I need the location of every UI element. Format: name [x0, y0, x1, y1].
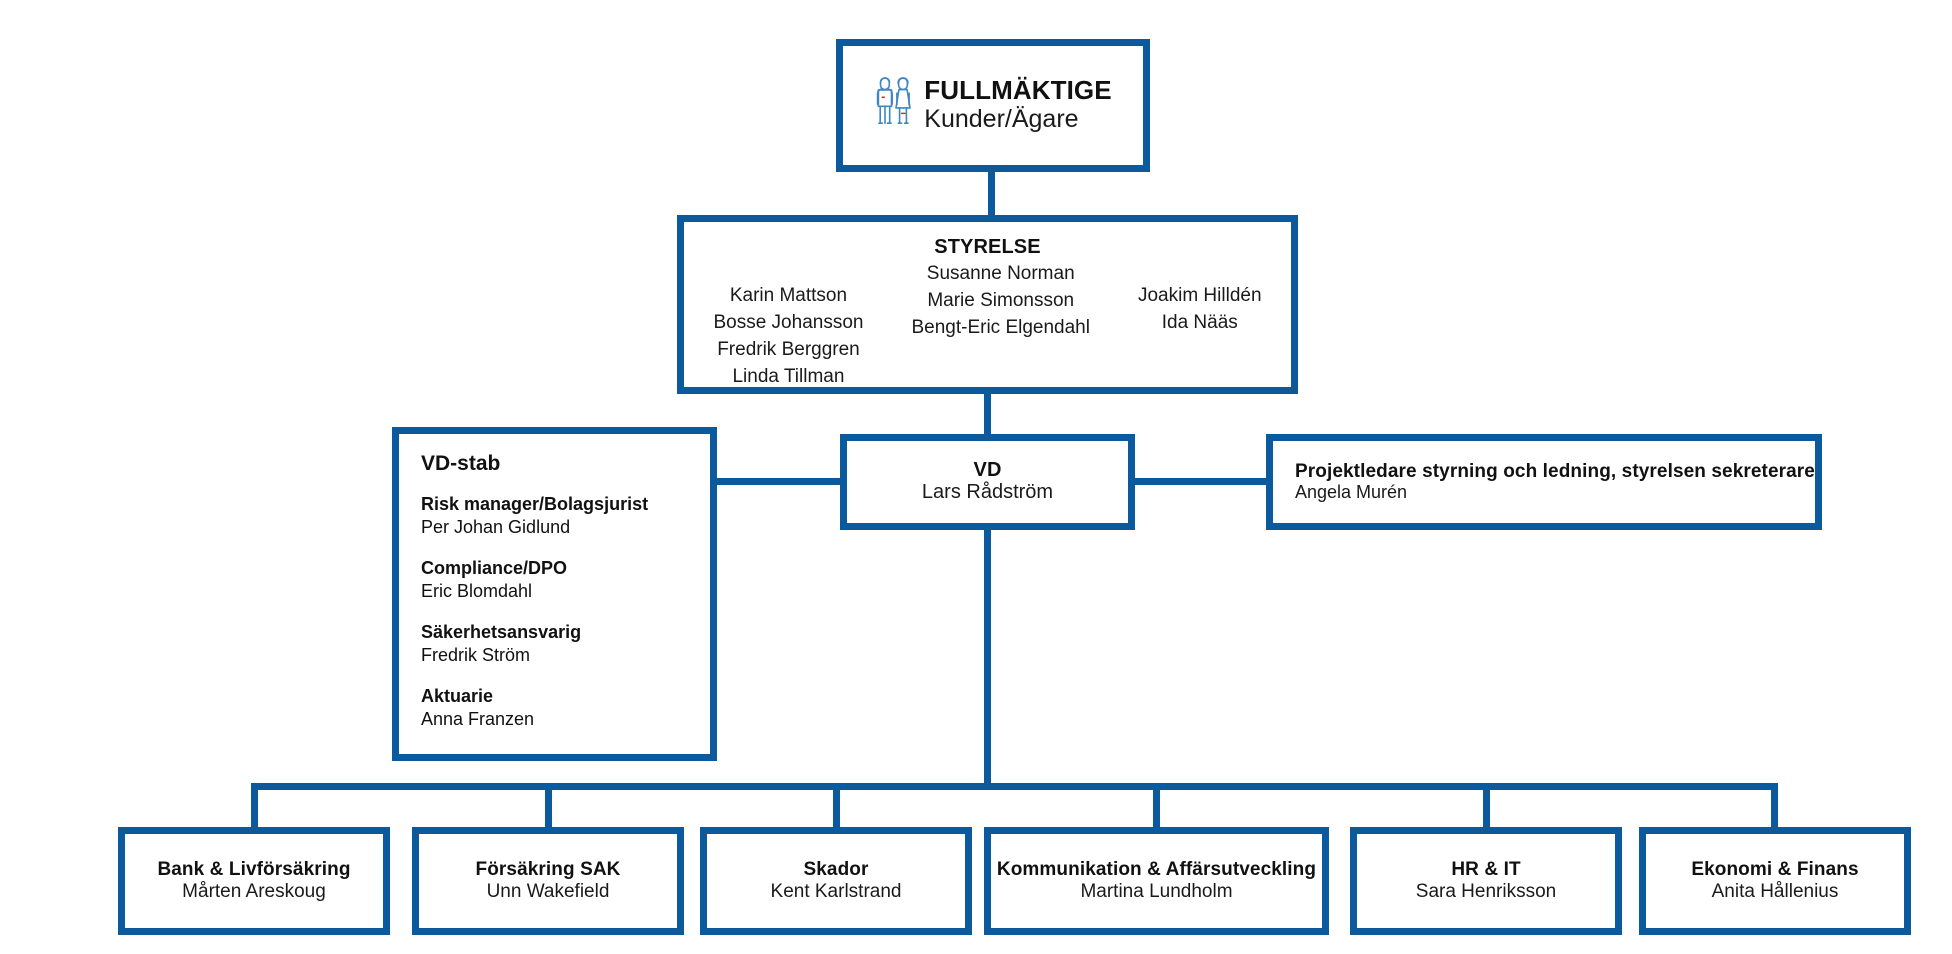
- department-title: Försäkring SAK: [475, 858, 621, 880]
- projektledare-title: Projektledare styrning och ledning, styr…: [1295, 460, 1815, 482]
- vd-stab-role: Säkerhetsansvarig: [421, 621, 582, 642]
- styrelse-member: Fredrik Berggren: [717, 339, 860, 361]
- connector-bus-to-dept-1: [545, 783, 552, 831]
- department-manager: Unn Wakefield: [486, 880, 610, 902]
- connector-vd-to-projektledare: [1129, 478, 1271, 485]
- node-department-forsakring-sak[interactable]: Försäkring SAK Unn Wakefield: [412, 827, 684, 935]
- styrelse-member: Marie Simonsson: [927, 290, 1075, 312]
- connector-bus-to-dept-2: [833, 783, 840, 831]
- vd-stab-role: Risk manager/Bolagsjurist: [421, 494, 649, 514]
- connector-bus-to-dept-3: [1153, 783, 1160, 831]
- department-title: Kommunikation & Affärsutveckling: [996, 858, 1317, 880]
- vd-stab-entry: Säkerhetsansvarig Fredrik Ström: [421, 622, 710, 667]
- connector-vd-to-bus: [984, 526, 991, 787]
- vd-stab-role: Aktuarie: [421, 685, 494, 706]
- node-fullmaktige[interactable]: FULLMÄKTIGE Kunder/Ägare: [836, 39, 1150, 172]
- styrelse-member: Karin Mattson: [729, 285, 848, 307]
- vd-stab-entry: Aktuarie Anna Franzen: [421, 686, 710, 731]
- vd-stab-name: Anna Franzen: [421, 708, 535, 729]
- styrelse-column-3: Joakim Hilldén Ida Nääs: [1138, 283, 1262, 337]
- vd-name: Lars Rådström: [921, 481, 1054, 504]
- styrelse-column-1: Karin Mattson Bosse Johansson Fredrik Be…: [713, 283, 863, 391]
- vd-title: VD: [973, 459, 1002, 481]
- department-title: Ekonomi & Finans: [1691, 858, 1859, 880]
- styrelse-member: Joakim Hilldén: [1137, 285, 1262, 307]
- node-projektledare[interactable]: Projektledare styrning och ledning, styr…: [1266, 434, 1822, 530]
- styrelse-member: Linda Tillman: [732, 366, 845, 388]
- connector-fullmaktige-to-styrelse: [988, 170, 995, 218]
- node-department-hr-it[interactable]: HR & IT Sara Henriksson: [1350, 827, 1622, 935]
- styrelse-column-2: Susanne Norman Marie Simonsson Bengt-Eri…: [911, 261, 1090, 342]
- connector-department-bus: [251, 783, 1771, 790]
- vd-stab-role: Compliance/DPO: [421, 557, 568, 578]
- department-manager: Anita Hållenius: [1711, 880, 1839, 902]
- connector-styrelse-to-vd: [984, 391, 991, 438]
- department-manager: Kent Karlstrand: [770, 880, 902, 902]
- vd-stab-heading: VD-stab: [421, 452, 501, 475]
- connector-bus-to-dept-5: [1771, 783, 1778, 831]
- vd-stab-entry: Compliance/DPO Eric Blomdahl: [421, 558, 710, 603]
- fullmaktige-subtitle: Kunder/Ägare: [924, 105, 1079, 134]
- vd-stab-name: Eric Blomdahl: [421, 580, 533, 601]
- node-vd-stab[interactable]: VD-stab Risk manager/Bolagsjurist Per Jo…: [392, 427, 717, 761]
- node-department-ekonomi-finans[interactable]: Ekonomi & Finans Anita Hållenius: [1639, 827, 1911, 935]
- department-manager: Martina Lundholm: [1080, 880, 1233, 902]
- projektledare-name: Angela Murén: [1295, 482, 1408, 503]
- department-manager: Mårten Areskoug: [182, 880, 326, 902]
- vd-stab-entry: Risk manager/Bolagsjurist Per Johan Gidl…: [421, 494, 710, 539]
- styrelse-member-columns: Karin Mattson Bosse Johansson Fredrik Be…: [684, 261, 1291, 391]
- styrelse-title: STYRELSE: [934, 236, 1041, 258]
- node-department-bank-livforsakring[interactable]: Bank & Livförsäkring Mårten Areskoug: [118, 827, 390, 935]
- node-department-skador[interactable]: Skador Kent Karlstrand: [700, 827, 972, 935]
- vd-stab-name: Fredrik Ström: [421, 644, 531, 665]
- department-manager: Sara Henriksson: [1415, 880, 1557, 902]
- department-title: HR & IT: [1451, 858, 1521, 880]
- node-department-kommunikation-affarsutveckling[interactable]: Kommunikation & Affärsutveckling Martina…: [984, 827, 1329, 935]
- connector-bus-to-dept-0: [251, 783, 258, 831]
- fullmaktige-title: FULLMÄKTIGE: [924, 75, 1112, 106]
- styrelse-member: Bengt-Eric Elgendahl: [911, 317, 1090, 339]
- node-vd[interactable]: VD Lars Rådström: [840, 434, 1135, 530]
- department-title: Skador: [803, 858, 869, 880]
- styrelse-member: Bosse Johansson: [713, 312, 864, 334]
- two-people-icon: [874, 76, 914, 135]
- node-styrelse[interactable]: STYRELSE Karin Mattson Bosse Johansson F…: [677, 215, 1298, 394]
- styrelse-member: Susanne Norman: [926, 263, 1075, 285]
- connector-bus-to-dept-4: [1483, 783, 1490, 831]
- styrelse-member: Ida Nääs: [1161, 312, 1238, 334]
- department-title: Bank & Livförsäkring: [157, 858, 351, 880]
- vd-stab-name: Per Johan Gidlund: [421, 516, 571, 537]
- connector-vdstab-to-vd: [713, 478, 846, 485]
